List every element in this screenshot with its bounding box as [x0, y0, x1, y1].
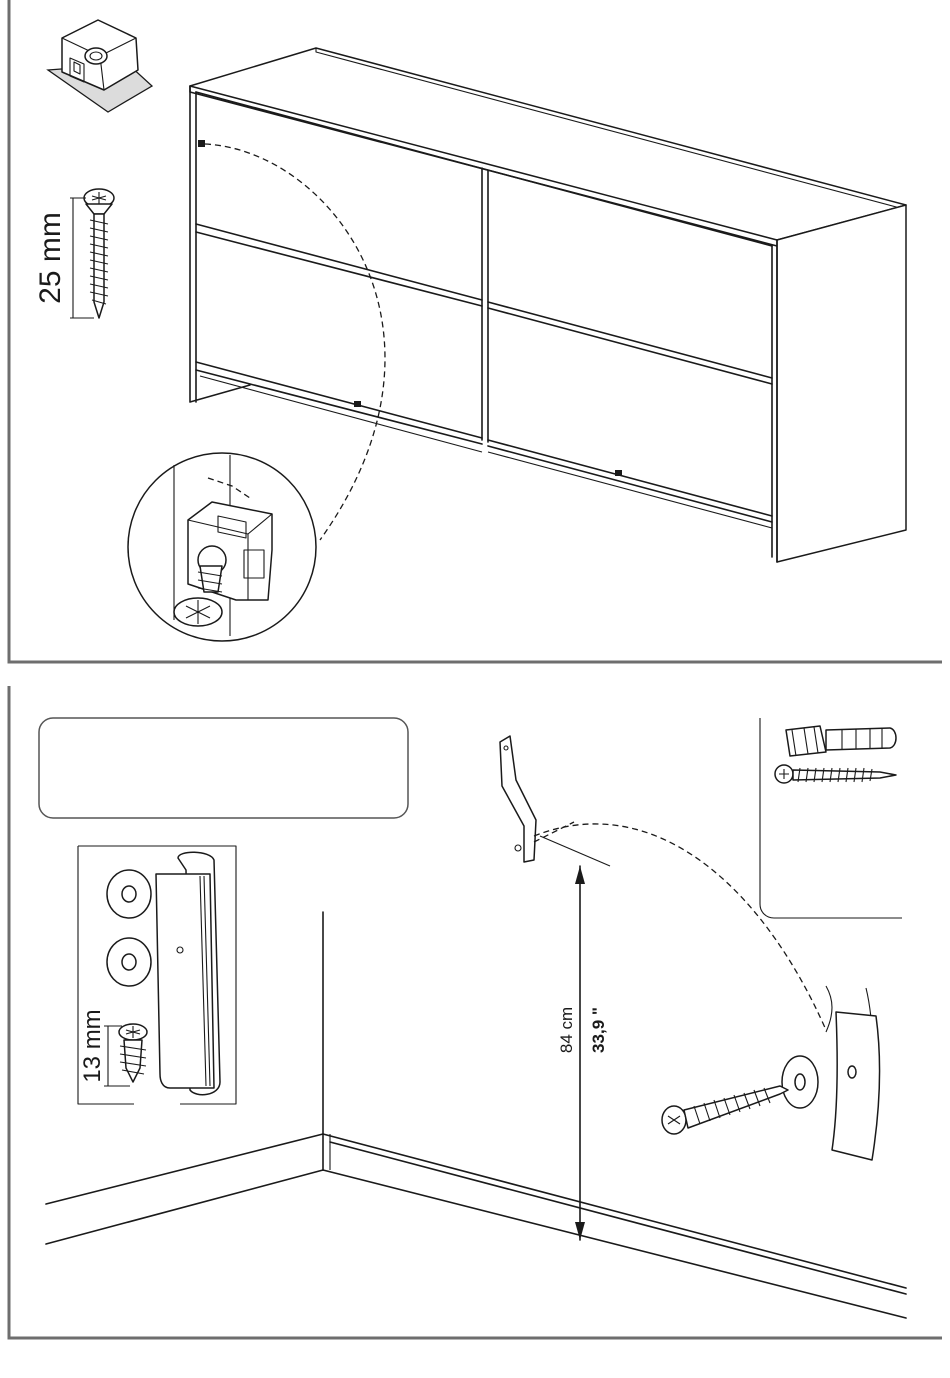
washer-icon — [107, 938, 151, 986]
height-dimension-line — [575, 866, 585, 1240]
top-panel: 25 mm — [9, 0, 942, 662]
screw-13mm-length-label: 13 mm — [79, 1009, 106, 1082]
height-cm-label: 84 cm — [557, 1007, 576, 1053]
bracket-leader-line — [534, 824, 826, 1030]
wall-screw-icon — [662, 1086, 788, 1134]
anti-tip-strap-icon — [156, 852, 220, 1094]
plastic-clip-icon — [48, 20, 152, 112]
height-inch-label: 33,9 " — [589, 1007, 608, 1053]
wall-screw-icon — [775, 765, 896, 783]
screw-25mm-length-label: 25 mm — [34, 212, 67, 304]
wall-plug-icon — [786, 726, 896, 756]
wall-plug-kit-panel — [760, 718, 902, 918]
washer-icon — [782, 1056, 818, 1108]
clip-marker-upper — [198, 140, 205, 147]
clip-detail-magnifier — [128, 453, 316, 641]
screw-25mm-icon — [70, 189, 114, 318]
dresser-cabinet — [190, 48, 906, 562]
wall-mount-detail — [662, 986, 879, 1160]
bracket-leader-short — [534, 822, 574, 842]
bottom-panel: 13 mm 84 cm 33,9 " — [9, 686, 942, 1338]
washer-icon — [107, 870, 151, 918]
note-box — [39, 718, 408, 818]
clip-marker-left — [354, 401, 361, 407]
clip-marker-right — [615, 470, 622, 476]
screw-13mm-icon — [104, 1024, 147, 1086]
wall-bracket-icon — [500, 736, 610, 866]
